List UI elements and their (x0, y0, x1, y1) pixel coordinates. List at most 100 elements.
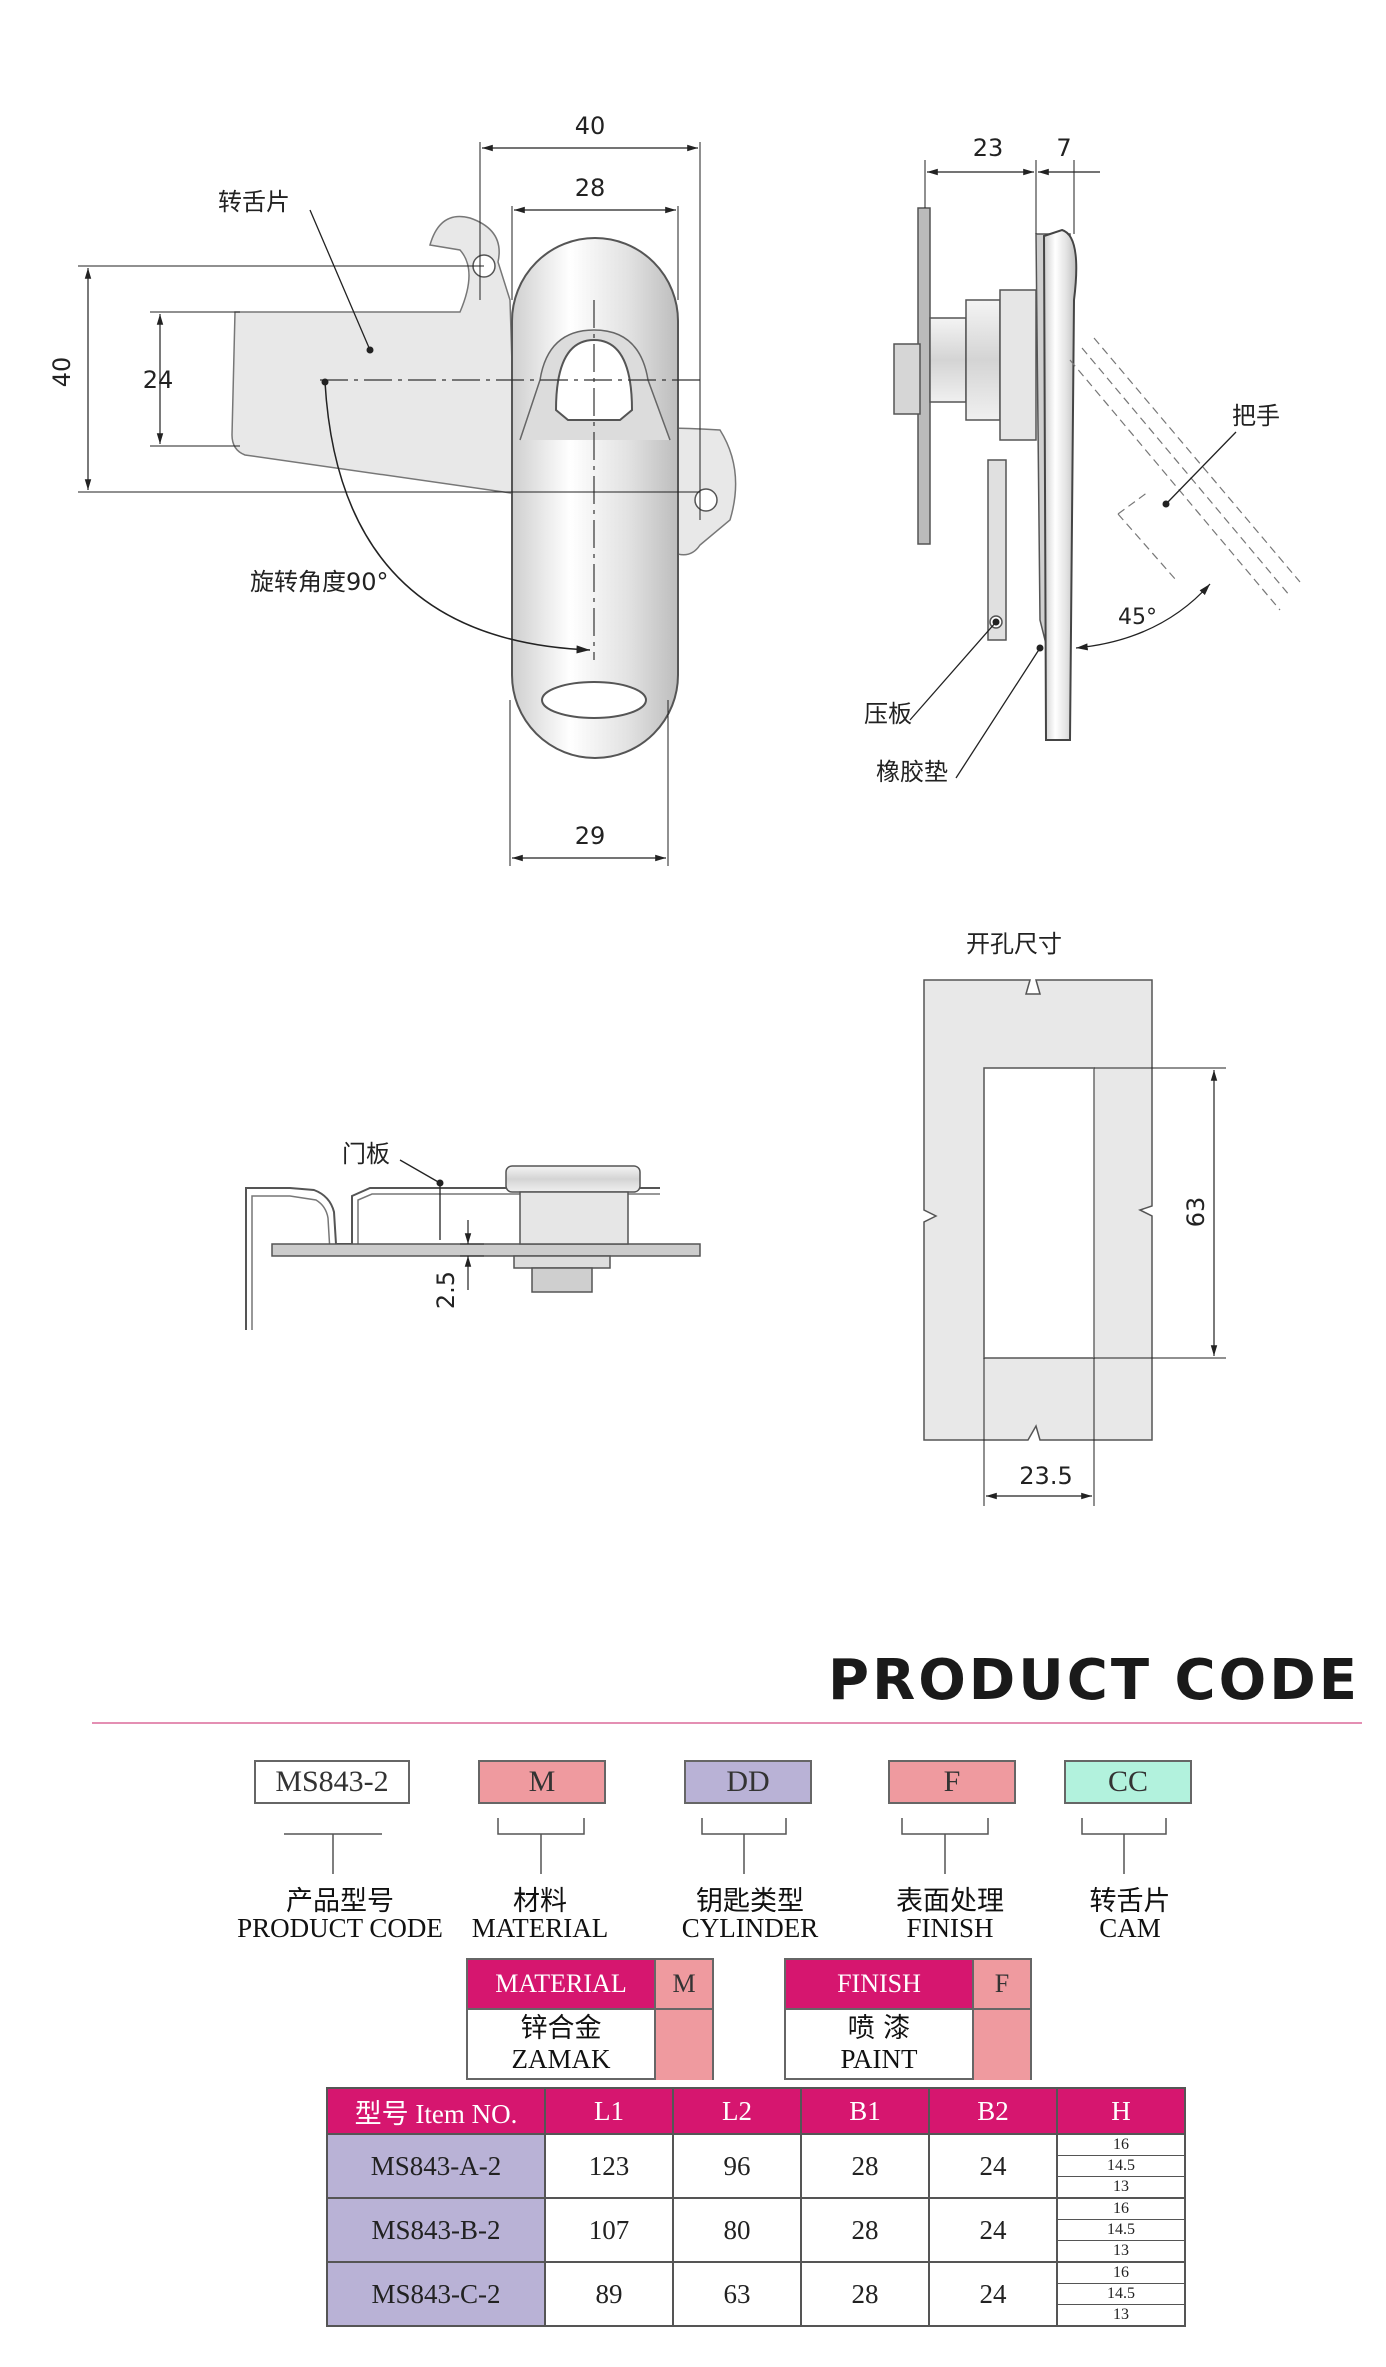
technical-drawing: 40 28 40 24 29 转舌片 旋转角度90° (48, 112, 1301, 1506)
material-table: MATERIAL M 锌合金 ZAMAK (466, 1958, 714, 2080)
dim-top-outer: 40 (575, 112, 606, 140)
door-panel (271, 1243, 701, 1257)
spec-h-value: 16 (1058, 2199, 1184, 2220)
finish-cn: 喷 漆 (847, 2013, 911, 2044)
spec-h-value: 16 (1058, 2135, 1184, 2156)
material-en: ZAMAK (511, 2044, 611, 2074)
spec-header-4: B2 (928, 2087, 1058, 2135)
code-label-cn: 转舌片 (1089, 1886, 1171, 1917)
spec-cell-l1: 89 (544, 2261, 674, 2327)
code-label-cn: 钥匙类型 (696, 1886, 804, 1917)
label-gasket: 橡胶垫 (876, 758, 948, 786)
spec-cell-l1: 107 (544, 2197, 674, 2263)
code-label-en: MATERIAL (471, 1913, 609, 1943)
cutout-view: 63 23.5 开孔尺寸 (923, 930, 1226, 1506)
finish-code: F (972, 1960, 1030, 2010)
spec-cell-b2: 24 (928, 2261, 1058, 2327)
spec-cell-item: MS843-A-2 (326, 2133, 546, 2199)
material-code: M (654, 1960, 712, 2010)
dim-left-outer: 40 (48, 357, 76, 388)
spec-h-value: 13 (1113, 2306, 1129, 2323)
code-box-5: CC (1064, 1760, 1192, 1804)
spec-cell-b1: 28 (800, 2133, 930, 2199)
finish-table: FINISH F 喷 漆 PAINT (784, 1958, 1032, 2080)
spec-header-0: 型号 Item NO. (326, 2087, 546, 2135)
spec-cell-b2: 24 (928, 2133, 1058, 2199)
label-angle: 45° (1118, 605, 1157, 630)
code-label-cn: 表面处理 (896, 1886, 1004, 1917)
code-label-en: CAM (1099, 1913, 1161, 1943)
spec-h-value: 16 (1058, 2263, 1184, 2284)
label-plate: 压板 (864, 700, 912, 728)
install-view: 门板 2.5 (245, 1140, 701, 1330)
material-header: MATERIAL (468, 1960, 654, 2010)
code-box-1: MS843-2 (254, 1760, 410, 1804)
dim-bottom: 29 (575, 822, 606, 850)
dim-left-inner: 24 (143, 366, 174, 394)
spec-h-value: 14.5 (1058, 2284, 1184, 2305)
spec-h-value: 13 (1113, 2242, 1129, 2259)
side-view: 45° 23 7 把手 压板 橡胶垫 (864, 134, 1301, 786)
spec-h-value: 14.5 (1058, 2156, 1184, 2177)
spec-header-5: H (1056, 2087, 1186, 2135)
code-box-2: M (478, 1760, 606, 1804)
label-door: 门板 (342, 1140, 390, 1168)
code-label-cn: 材料 (513, 1886, 567, 1917)
spec-cell-item: MS843-C-2 (326, 2261, 546, 2327)
finish-header: FINISH (786, 1960, 972, 2010)
spec-cell-l2: 96 (672, 2133, 802, 2199)
code-label-cn: 产品型号 (286, 1886, 394, 1917)
spec-cell-b1: 28 (800, 2197, 930, 2263)
dim-side-b: 7 (1056, 134, 1071, 162)
spec-header-1: L1 (544, 2087, 674, 2135)
spec-h-value: 13 (1113, 2178, 1129, 2195)
cutout-title: 开孔尺寸 (966, 930, 1062, 958)
finish-en: PAINT (840, 2044, 918, 2074)
cylinder-head (505, 1165, 641, 1193)
dim-cutout-height: 63 (1182, 1197, 1210, 1228)
spec-header-2: L2 (672, 2087, 802, 2135)
product-code-title: PRODUCT CODE (828, 1648, 1360, 1713)
label-handle: 把手 (1232, 402, 1280, 430)
handle-body (511, 237, 679, 759)
code-brackets (284, 1818, 1167, 1874)
spec-cell-b1: 28 (800, 2261, 930, 2327)
dim-side-a: 23 (973, 134, 1004, 162)
dim-top-inner: 28 (575, 174, 606, 202)
cutout-opening (983, 1067, 1095, 1359)
code-box-4: F (888, 1760, 1016, 1804)
pressure-plate (987, 459, 1007, 641)
code-label-en: PRODUCT CODE (237, 1913, 443, 1943)
spec-h-value: 14.5 (1058, 2220, 1184, 2241)
spec-cell-l2: 63 (672, 2261, 802, 2327)
label-rotation: 旋转角度90° (250, 568, 389, 596)
code-box-3: DD (684, 1760, 812, 1804)
nut-bottom (531, 1267, 593, 1293)
handle-side (1042, 228, 1078, 741)
spec-cell-item: MS843-B-2 (326, 2197, 546, 2263)
dim-cutout-width: 23.5 (1019, 1462, 1072, 1490)
spec-header-3: B1 (800, 2087, 930, 2135)
material-cn: 锌合金 (520, 2013, 602, 2044)
front-view: 40 28 40 24 29 转舌片 旋转角度90° (48, 112, 737, 866)
handle-slot (541, 681, 647, 719)
title-divider (92, 1722, 1362, 1724)
code-label-en: CYLINDER (681, 1913, 819, 1943)
label-cam: 转舌片 (218, 188, 290, 216)
dim-thickness: 2.5 (432, 1271, 460, 1309)
spec-cell-l1: 123 (544, 2133, 674, 2199)
nut (893, 343, 921, 415)
